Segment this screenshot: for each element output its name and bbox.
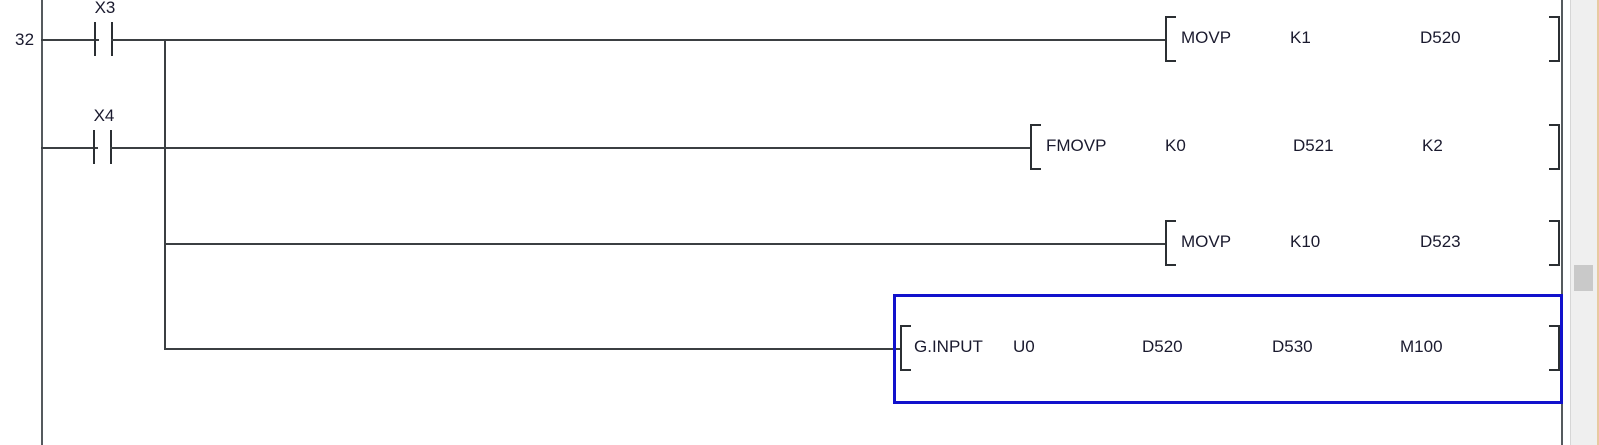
- bracket-close-icon: [1549, 16, 1560, 62]
- bracket-close-icon: [1549, 325, 1560, 371]
- rung-wire-2-left: [41, 147, 98, 149]
- bracket-close-icon: [1549, 124, 1560, 170]
- rung-wire-4: [164, 348, 901, 350]
- rung-wire-1-right: [111, 39, 1166, 41]
- bracket-open-icon: [1165, 220, 1176, 266]
- step-number: 32: [15, 30, 35, 49]
- instruction-name: G.INPUT: [914, 337, 983, 356]
- contact-label-x3: X3: [94, 0, 116, 17]
- bracket-open-icon: [1165, 16, 1176, 62]
- rung-wire-2-right: [110, 147, 1031, 149]
- vertical-scrollbar[interactable]: [1570, 0, 1599, 445]
- window-edge-line: [1597, 0, 1599, 445]
- right-power-rail: [1561, 0, 1563, 445]
- instruction-operand-1: K0: [1165, 136, 1186, 155]
- left-power-rail: [41, 0, 43, 445]
- instruction-operand-1: K10: [1290, 232, 1321, 251]
- instruction-name: MOVP: [1181, 28, 1232, 47]
- branch-vertical-link[interactable]: [164, 39, 166, 350]
- scrollbar-thumb[interactable]: [1574, 265, 1593, 291]
- instruction-operand-2: D521: [1293, 136, 1334, 155]
- rung-wire-1-left: [41, 39, 99, 41]
- bracket-open-icon: [900, 325, 911, 371]
- contact-bar-left: [94, 22, 96, 56]
- instruction-operand-1: K1: [1290, 28, 1311, 47]
- bracket-open-icon: [1030, 124, 1041, 170]
- instruction-operand-2: D520: [1420, 28, 1461, 47]
- instruction-operand-3: K2: [1422, 136, 1443, 155]
- instruction-operand-4: M100: [1400, 337, 1443, 356]
- instruction-name: FMOVP: [1046, 136, 1107, 155]
- instruction-operand-2: D523: [1420, 232, 1461, 251]
- selection-highlight-box[interactable]: [893, 294, 1563, 404]
- instruction-name: MOVP: [1181, 232, 1232, 251]
- instruction-operand-2: D520: [1142, 337, 1183, 356]
- instruction-operand-1: U0: [1013, 337, 1035, 356]
- rung-wire-3: [164, 243, 1166, 245]
- instruction-operand-3: D530: [1272, 337, 1313, 356]
- contact-bar-left: [93, 130, 95, 164]
- bracket-close-icon: [1549, 220, 1560, 266]
- contact-label-x4: X4: [93, 106, 115, 125]
